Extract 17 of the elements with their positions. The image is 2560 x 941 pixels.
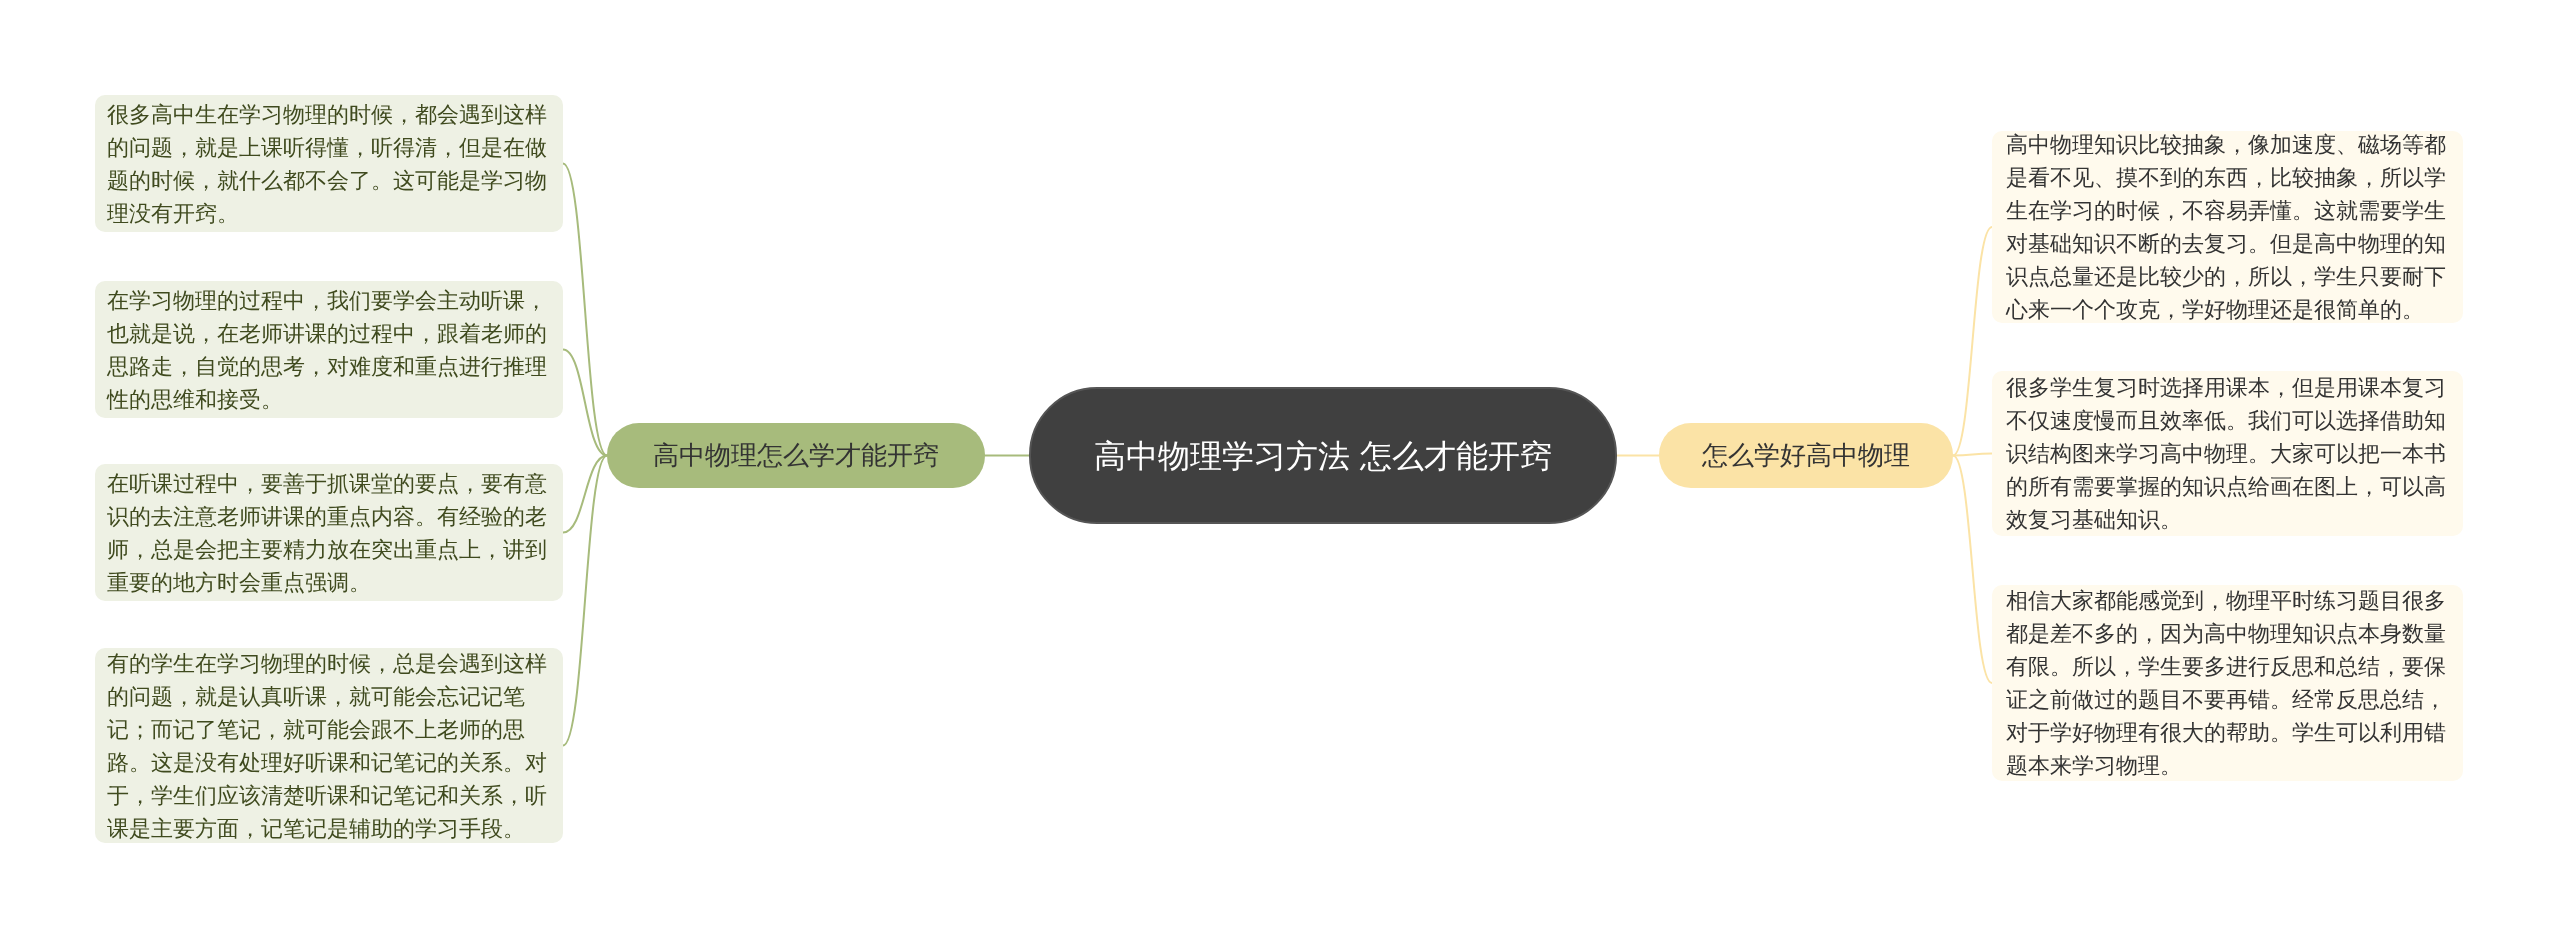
central-topic: 高中物理学习方法 怎么才能开窍 [1029,387,1617,524]
connector-line [1616,454,1660,457]
connector-line [1952,452,1993,457]
connector-line [1952,226,1993,457]
connector-line [984,454,1030,457]
text-card: 很多学生复习时选择用课本，但是用课本复习不仅速度慢而且效率低。我们可以选择借助知识结构图来学习高中物理。大家可以把一本书的所有需要掌握的知识点给画在图上，可以高效复习基础知识。 [1992,371,2463,536]
text-card: 高中物理知识比较抽象，像加速度、磁场等都是看不见、摸不到的东西，比较抽象，所以学生在学习的时候，不容易弄懂。这就需要学生对基础知识不断的去复习。但是高中物理的知识点总量还是比较少的，所以，学生只要耐下心来一个个攻克，学好物理还是很简单的。 [1992,131,2463,323]
text-card: 很多高中生在学习物理的时候，都会遇到这样的问题，就是上课听得懂，听得清，但是在做题的时候，就什么都不会了。这可能是学习物理没有开窍。 [95,95,563,232]
connector-line [562,162,608,457]
connector-line [1952,454,1993,684]
connector-line [562,454,608,747]
text-card: 在学习物理的过程中，我们要学会主动听课，也就是说，在老师讲课的过程中，跟着老师的思路走，自觉的思考，对难度和重点进行推理性的思维和接受。 [95,281,563,418]
text-card: 在听课过程中，要善于抓课堂的要点，要有意识的去注意老师讲课的重点内容。有经验的老师，总是会把主要精力放在突出重点上，讲到重要的地方时会重点强调。 [95,464,563,601]
text-card: 相信大家都能感觉到，物理平时练习题目很多都是差不多的，因为高中物理知识点本身数量有限。所以，学生要多进行反思和总结，要保证之前做过的题目不要再错。经常反思总结，对于学好物理有很大的帮助。学生可以利用错题本来学习物理。 [1992,585,2463,781]
branch-topic: 怎么学好高中物理 [1659,423,1953,488]
text-card: 有的学生在学习物理的时候，总是会遇到这样的问题，就是认真听课，就可能会忘记记笔记；而记了笔记，就可能会跟不上老师的思路。这是没有处理好听课和记笔记的关系。对于，学生们应该清楚听课和记笔记和关系，听课是主要方面，记笔记是辅助的学习手段。 [95,648,563,843]
branch-topic: 高中物理怎么学才能开窍 [607,423,985,488]
